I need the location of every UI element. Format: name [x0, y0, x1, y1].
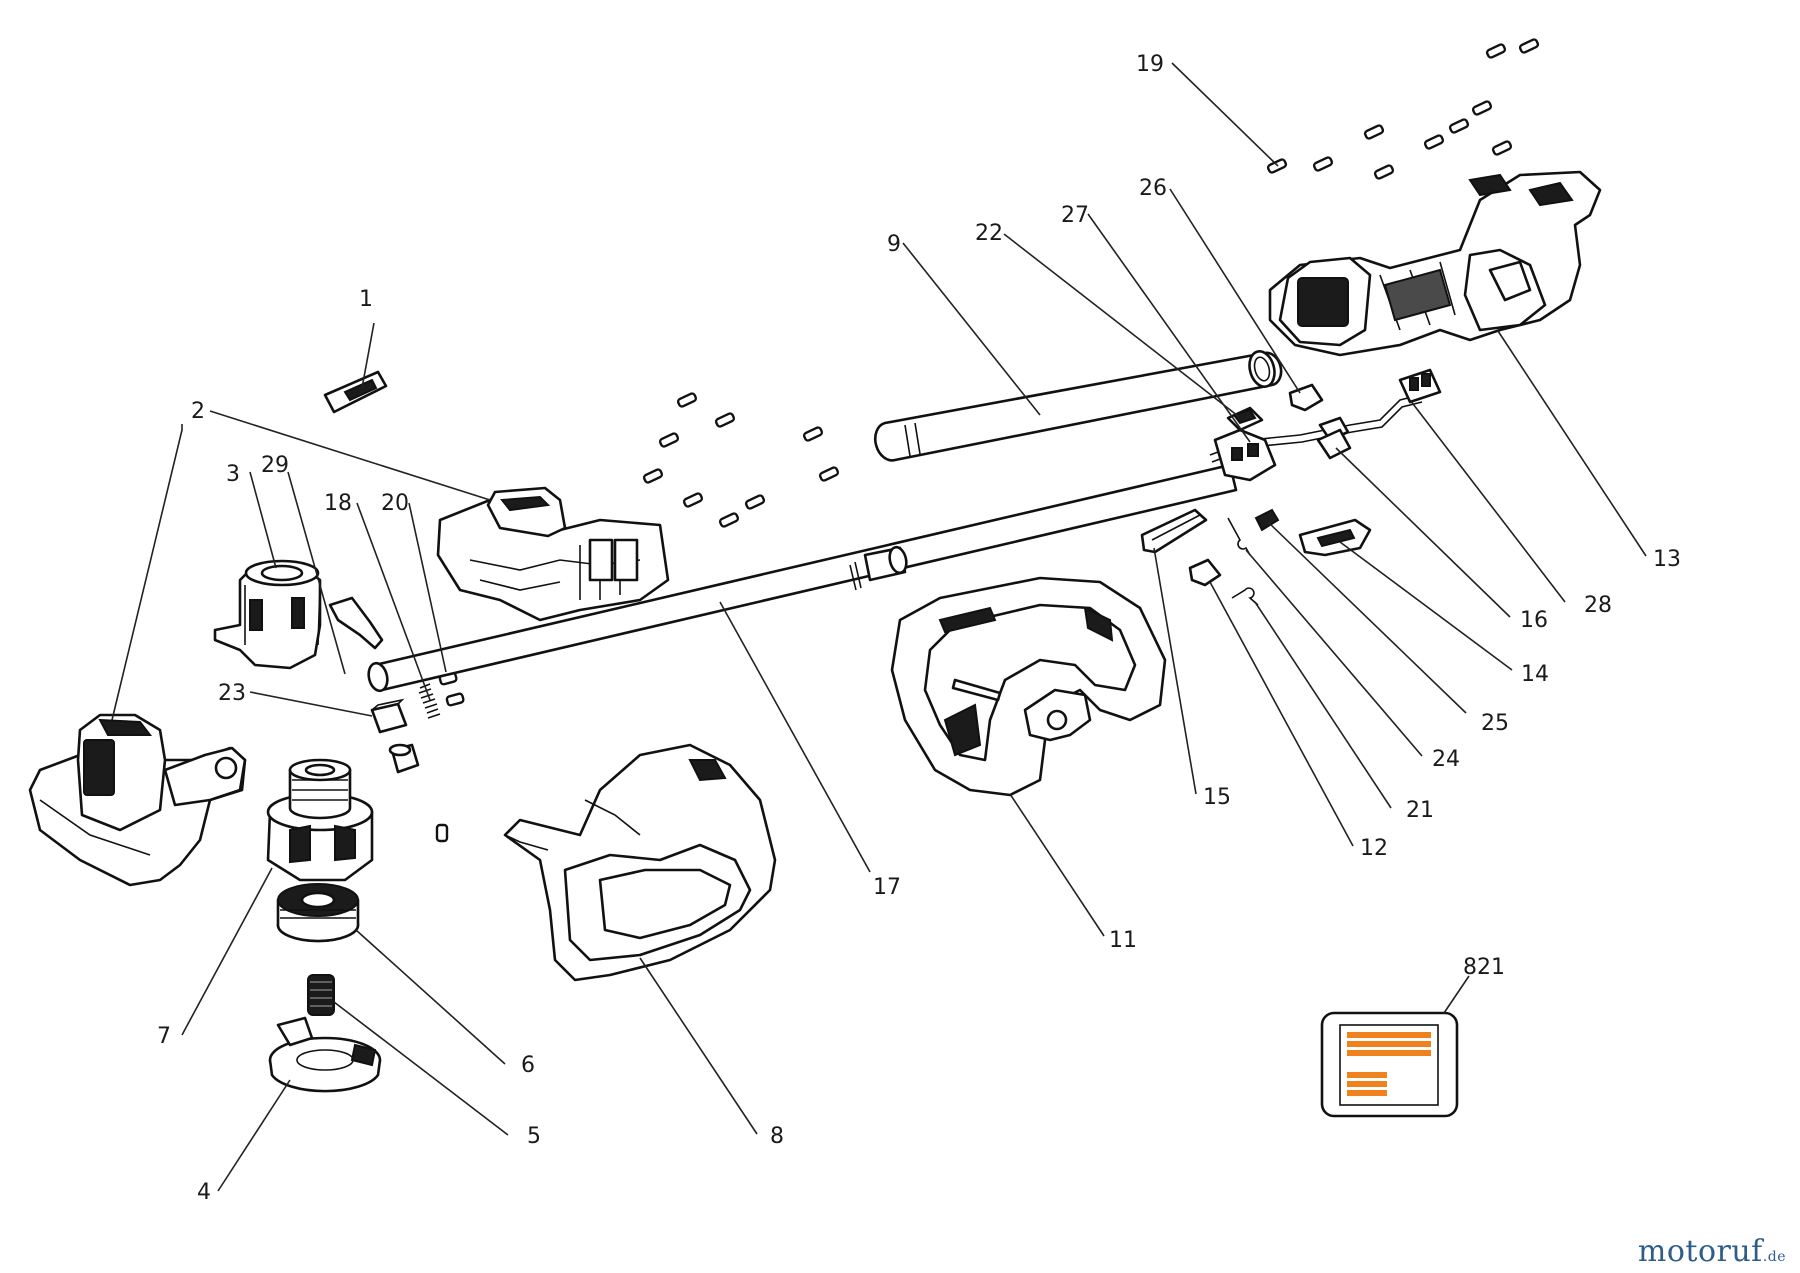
leader-6 [355, 929, 506, 1065]
leader-21 [1254, 601, 1392, 809]
part-8-guard [503, 743, 777, 982]
label-26: 26 [1139, 176, 1167, 201]
label-1: 1 [359, 287, 373, 312]
label-4: 4 [197, 1180, 211, 1205]
part-9-upper-tube [873, 350, 1283, 462]
label-821: 821 [1463, 955, 1505, 980]
label-25: 25 [1481, 711, 1509, 736]
part-21-torsion-spring [1231, 587, 1259, 606]
leader-1 [361, 322, 375, 389]
part-small-screw [435, 823, 449, 843]
label-18: 18 [324, 491, 352, 516]
part-4-base-cap [268, 1016, 382, 1093]
label-2: 2 [191, 399, 205, 424]
part-16-clamp [1316, 428, 1352, 460]
leader-5 [333, 1001, 509, 1136]
part-screws-housing [642, 392, 840, 528]
part-12-button [1188, 558, 1222, 587]
label-22: 22 [975, 221, 1003, 246]
leader-17 [719, 601, 871, 873]
logo-suffix-text: .de [1762, 1249, 1786, 1265]
part-15-lock-off [1140, 508, 1208, 554]
leader-7 [181, 867, 273, 1036]
label-17: 17 [873, 875, 901, 900]
label-8: 8 [770, 1124, 784, 1149]
label-3: 3 [226, 462, 240, 487]
label-20: 20 [381, 491, 409, 516]
leader-26 [1169, 188, 1301, 394]
part-19-screws [1266, 38, 1540, 180]
label-11: 11 [1109, 928, 1137, 953]
part-1-switch-button [323, 370, 388, 414]
part-5-spring [307, 974, 335, 1016]
label-6: 6 [521, 1053, 535, 1078]
leader-16 [1335, 447, 1511, 618]
label-16: 16 [1520, 608, 1548, 633]
leader-24 [1245, 549, 1423, 757]
part-25-spring [1254, 508, 1280, 532]
label-19: 19 [1136, 52, 1164, 77]
part-6-spool [276, 883, 360, 943]
part-22-clip [1226, 406, 1264, 432]
label-28: 28 [1584, 593, 1612, 618]
label-7: 7 [157, 1024, 171, 1049]
label-9: 9 [887, 232, 901, 257]
part-29-lever [328, 596, 384, 650]
label-13: 13 [1653, 547, 1681, 572]
part-14-trigger [1298, 518, 1372, 557]
leader-13 [1497, 330, 1647, 557]
leader-2a [209, 410, 491, 501]
part-13-rear-handle [1268, 170, 1602, 357]
label-23: 23 [218, 681, 246, 706]
label-14: 14 [1521, 662, 1549, 687]
leader-19 [1171, 62, 1279, 167]
part-7-bump-head [266, 758, 374, 882]
leader-25 [1267, 521, 1467, 714]
label-15: 15 [1203, 785, 1231, 810]
part-17-main-shaft [367, 463, 1238, 693]
part-20-pins [438, 671, 465, 707]
part-2-head-housing [28, 713, 247, 887]
leader-23 [249, 691, 373, 717]
leader-28 [1409, 399, 1566, 603]
leader-27 [1087, 213, 1251, 443]
leader-12 [1209, 581, 1354, 847]
leader-4 [217, 1079, 291, 1192]
label-29: 29 [261, 453, 289, 478]
callout-labels: 1 2 3 29 18 20 23 7 6 5 4 8 9 17 22 27 2… [157, 52, 1681, 1205]
leader-22 [1003, 233, 1239, 417]
leader-11 [1009, 793, 1105, 937]
part-cap [388, 743, 420, 774]
label-12: 12 [1360, 836, 1388, 861]
leader-20 [408, 502, 447, 673]
leader-8 [639, 957, 758, 1135]
label-27: 27 [1061, 203, 1089, 228]
logo-main-text: motoruf [1637, 1234, 1763, 1269]
part-23-block [370, 698, 408, 734]
leader-18 [356, 502, 431, 701]
part-821-label [1320, 1011, 1459, 1118]
part-2-housing-half [436, 486, 670, 622]
part-3-motor [213, 559, 322, 670]
leader-15 [1153, 547, 1197, 795]
motoruf-logo: motoruf.de [1638, 1234, 1786, 1269]
label-5: 5 [527, 1124, 541, 1149]
leader-821 [1443, 975, 1470, 1014]
part-26-clip [1288, 383, 1324, 412]
part-18-spring [418, 683, 441, 719]
leader-3 [249, 471, 277, 569]
leader-2b [111, 424, 183, 721]
part-11-front-handle [890, 576, 1167, 797]
label-24: 24 [1432, 747, 1460, 772]
leader-9 [902, 242, 1041, 416]
part-27-connector [1213, 428, 1277, 482]
leader-29 [287, 471, 346, 675]
leader-lines [111, 62, 1647, 1192]
label-21: 21 [1406, 798, 1434, 823]
part-24-torsion-spring [1227, 517, 1251, 556]
leader-14 [1339, 541, 1513, 671]
